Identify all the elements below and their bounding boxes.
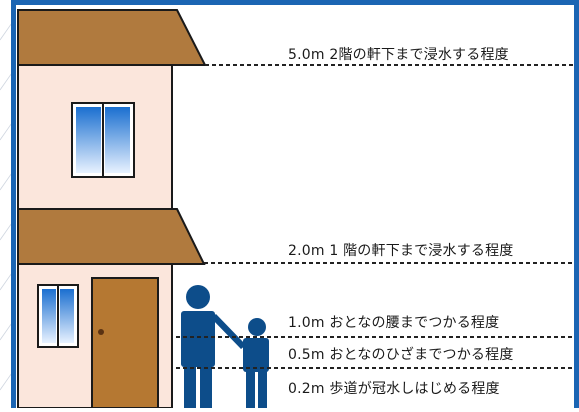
level-label-02m: 0.2m 歩道が冠水しはじめる程度 bbox=[286, 378, 502, 398]
level-lines bbox=[176, 64, 574, 369]
lower-window bbox=[37, 284, 79, 348]
door-knob bbox=[98, 329, 104, 335]
upper-roof bbox=[17, 9, 207, 66]
level-label-5m: 5.0m 2階の軒下まで浸水する程度 bbox=[286, 44, 511, 64]
adult-figure bbox=[181, 285, 246, 408]
child-figure bbox=[243, 318, 269, 408]
lower-roof bbox=[17, 208, 206, 265]
frame-border bbox=[11, 0, 579, 408]
level-label-2m: 2.0m 1 階の軒下まで浸水する程度 bbox=[286, 240, 516, 260]
upper-window bbox=[71, 102, 135, 178]
level-label-05m: 0.5m おとなのひざまでつかる程度 bbox=[286, 344, 516, 364]
background-hatch bbox=[0, 19, 15, 391]
level-label-1m: 1.0m おとなの腰までつかる程度 bbox=[286, 312, 502, 332]
front-door bbox=[91, 277, 159, 409]
